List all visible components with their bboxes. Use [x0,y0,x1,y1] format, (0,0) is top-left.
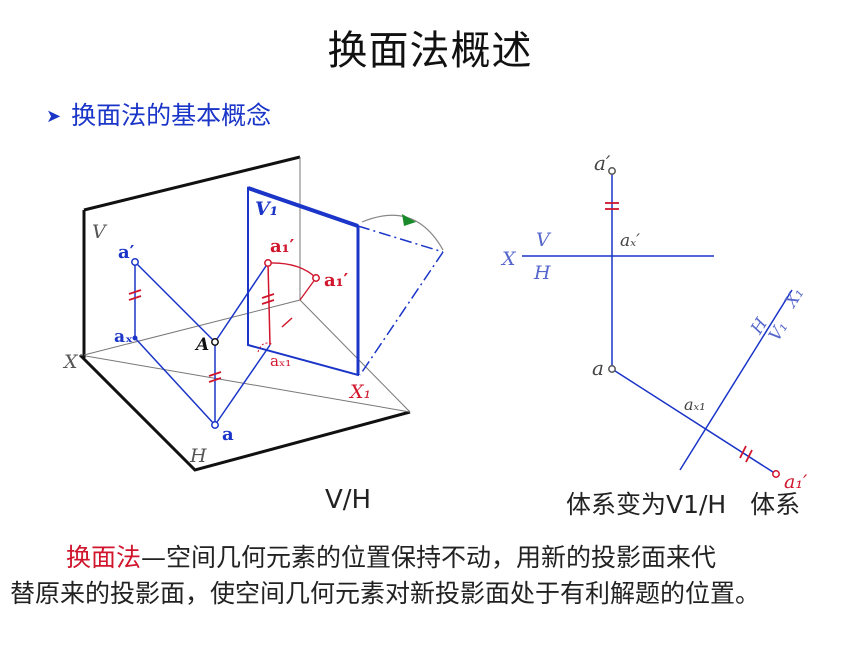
label-a1-prime: a₁′ [270,236,295,257]
red-tick [281,317,293,328]
definition-dash: — [141,543,167,572]
label-a1-prime-rot: a₁′ [324,270,349,291]
red-rotation-arc [267,262,317,279]
label-A: A [194,335,209,355]
line-ax-a [134,337,216,426]
point-A [211,338,219,346]
pictorial-view: V V₁ X H X₁ a′ a₁′ a₁′ aₓ aₓ₁ A a [62,155,444,472]
bullet-text: 换面法的基本概念 [71,101,272,130]
label2d-V1: V₁ [765,318,792,345]
h-plane-outline [78,353,411,472]
point-a-prime [131,258,139,266]
label2d-a: a [592,356,604,380]
caption-system: 体系变为V1/H 体系 [566,490,801,519]
equal-mark-2d-1 [605,202,619,210]
rotation-arc [361,214,444,251]
line-a-ax1 [214,344,271,426]
caption-vh: V/H [325,485,372,515]
v1-plane-top-thick [247,186,359,228]
definition-line-2: 替原来的投影面，使空间几何元素对新投影面处于有利解题的位置。 [10,579,761,608]
point2d-a [608,365,616,373]
label2d-a1-prime: a₁′ [784,471,808,493]
point2d-a-prime [608,167,616,175]
label-X: X [62,351,79,373]
label2d-H: H [533,262,551,284]
label-V1: V₁ [255,198,278,220]
definition-keyword: 换面法 [66,543,142,572]
label2d-ax-prime: aₓ′ [620,231,640,251]
bullet-heading: ➤ 换面法的基本概念 [46,96,271,132]
point-a1-prime [264,259,272,267]
line-a-prime-A [134,261,216,343]
equal-mark-1 [128,289,142,301]
label-X1: X₁ [348,381,371,403]
label-a-prime: a′ [118,242,135,263]
rotation-arrow-icon [402,214,416,226]
point-a [211,421,219,429]
red-leader [299,277,317,301]
point-a1-prime-rot [312,274,320,282]
bullet-arrow-icon: ➤ [46,106,62,127]
orthographic-view: a′ aₓ′ V X H a aₓ₁ a₁′ X₁ H V₁ [500,151,808,493]
point2d-a1-prime [772,470,780,478]
h-plane-side-edge [299,299,411,413]
label2d-ax1: aₓ₁ [684,395,706,414]
line-a1prime-ax1 [267,262,271,346]
h-plane-back-edge [79,354,411,413]
label2d-X: X [500,248,517,270]
label-H: H [189,445,207,467]
equal-mark-2 [208,371,222,383]
x-axis-line [83,299,301,356]
projector-a-a1prime [611,368,777,475]
label2d-V: V [536,229,552,251]
v1-rotated-top [357,225,444,253]
label-V: V [92,221,108,243]
point-ax [132,335,138,341]
line-A-a1prime [214,262,269,343]
label-a: a [222,424,234,445]
label2d-a-prime: a′ [594,151,611,175]
label2d-X1: X₁ [780,284,808,312]
definition-line-1: 换面法—空间几何元素的位置保持不动，用新的投影面来代 [0,540,860,576]
right-angle-mark [257,342,273,353]
v1-rotated-edge [359,251,444,376]
label-ax: aₓ [114,327,133,347]
axis-X1 [679,289,793,471]
definition-line1-text: 空间几何元素的位置保持不动，用新的投影面来代 [166,543,717,572]
equal-mark-2d-2 [739,445,753,463]
definition-text: 换面法—空间几何元素的位置保持不动，用新的投影面来代 替原来的投影面，使空间几何… [0,540,860,612]
equal-mark-3 [261,293,275,305]
page-title: 换面法概述 [327,28,533,74]
label-ax1: aₓ₁ [270,352,291,370]
v-plane-top-edge [83,155,301,212]
